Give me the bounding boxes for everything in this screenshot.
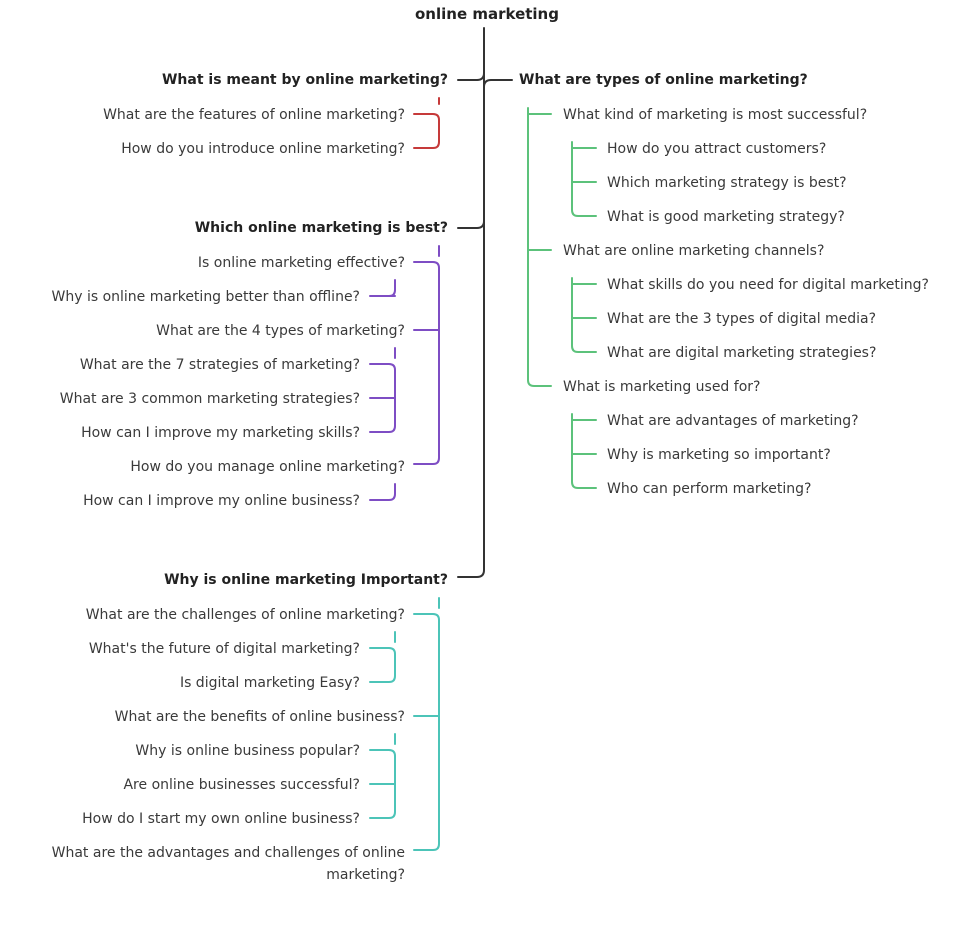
branch-which-is-best[interactable]: Which online marketing is best? (194, 220, 448, 236)
node-strategy-best[interactable]: Which marketing strategy is best? (607, 175, 847, 191)
node-advantages-challenges-line2[interactable]: marketing? (326, 867, 405, 883)
trunk-line (457, 27, 485, 578)
node-attract-customers[interactable]: How do you attract customers? (607, 141, 827, 157)
branch-types[interactable]: What are types of online marketing? (519, 72, 808, 88)
node-easy[interactable]: Is digital marketing Easy? (179, 675, 360, 691)
node-better-than-offline[interactable]: Why is online marketing better than offl… (51, 289, 361, 305)
node-popular[interactable]: Why is online business popular? (135, 743, 360, 759)
node-skills[interactable]: What skills do you need for digital mark… (607, 277, 929, 293)
green-sub2 (571, 277, 597, 353)
purple-bracket (413, 261, 440, 465)
node-features[interactable]: What are the features of online marketin… (103, 107, 405, 123)
purple-sub1-curve (388, 279, 396, 297)
node-challenges[interactable]: What are the challenges of online market… (85, 607, 405, 623)
root-node[interactable]: online marketing (415, 5, 559, 23)
green-sub1 (571, 141, 597, 217)
node-7-strategies[interactable]: What are the 7 strategies of marketing? (79, 357, 360, 373)
node-most-successful[interactable]: What kind of marketing is most successfu… (563, 107, 868, 123)
node-so-important[interactable]: Why is marketing so important? (607, 447, 831, 463)
green-bracket (527, 107, 552, 387)
green-sub3 (571, 413, 597, 489)
node-benefits[interactable]: What are the benefits of online business… (114, 709, 405, 725)
node-advantages[interactable]: What are advantages of marketing? (607, 413, 859, 429)
branch-what-is-meant[interactable]: What is meant by online marketing? (161, 72, 448, 88)
node-good-strategy[interactable]: What is good marketing strategy? (607, 209, 845, 225)
node-successful[interactable]: Are online businesses successful? (123, 777, 360, 793)
trunk-junction-top (476, 72, 513, 88)
teal-bracket (413, 613, 440, 851)
node-channels[interactable]: What are online marketing channels? (563, 243, 825, 259)
node-used-for[interactable]: What is marketing used for? (563, 379, 761, 395)
node-improve-business[interactable]: How can I improve my online business? (83, 493, 360, 509)
node-start-business[interactable]: How do I start my own online business? (82, 811, 360, 827)
node-improve-skills[interactable]: How can I improve my marketing skills? (81, 425, 360, 441)
node-effective[interactable]: Is online marketing effective? (197, 255, 405, 271)
trunk-stub-branch2 (457, 220, 485, 229)
node-future[interactable]: What's the future of digital marketing? (88, 641, 360, 657)
node-4-types[interactable]: What are the 4 types of marketing? (156, 323, 405, 339)
node-introduce[interactable]: How do you introduce online marketing? (121, 141, 405, 157)
purple-sub3 (369, 483, 396, 501)
branch-why-important[interactable]: Why is online marketing Important? (164, 572, 448, 588)
teal-sub1 (369, 647, 396, 683)
node-3-types-media[interactable]: What are the 3 types of digital media? (607, 311, 877, 327)
node-advantages-challenges-line1[interactable]: What are the advantages and challenges o… (51, 845, 405, 861)
node-digital-strategies[interactable]: What are digital marketing strategies? (607, 345, 877, 361)
node-manage[interactable]: How do you manage online marketing? (130, 459, 405, 475)
red-bracket (413, 113, 440, 149)
node-3-common[interactable]: What are 3 common marketing strategies? (59, 391, 360, 407)
node-who-can-perform[interactable]: Who can perform marketing? (607, 481, 812, 497)
